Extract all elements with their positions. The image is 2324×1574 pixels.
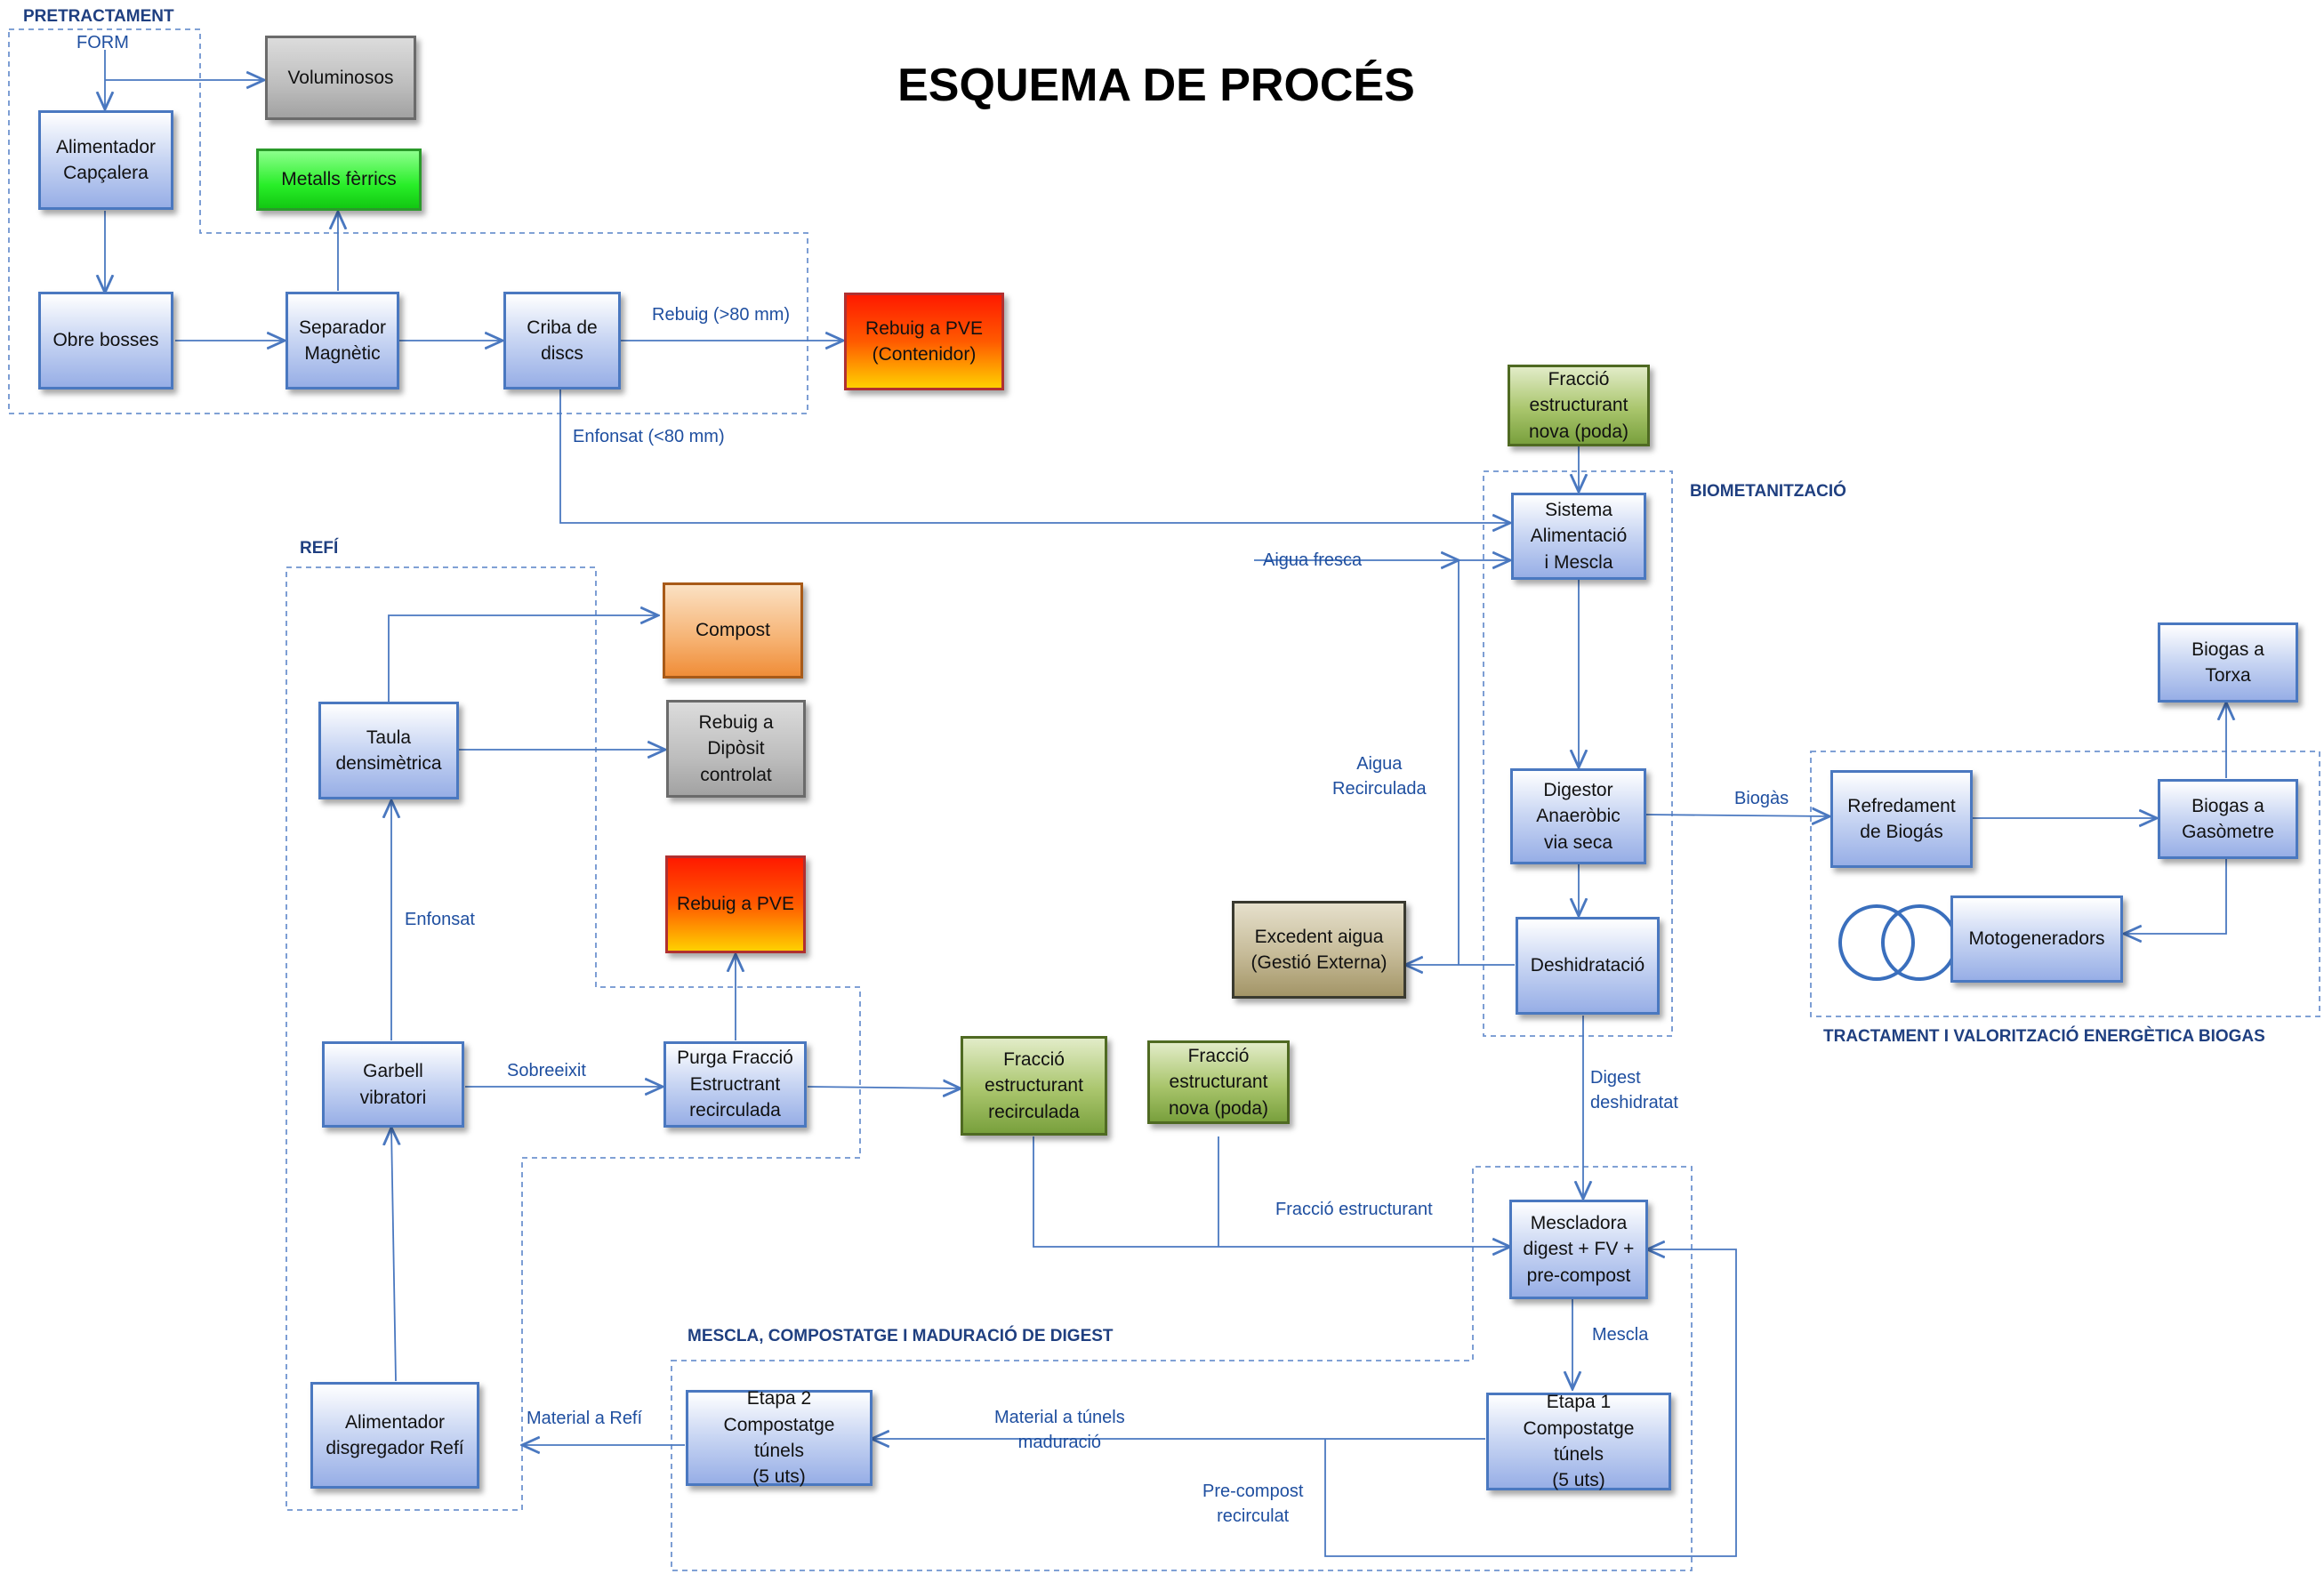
label-fraccio-estructurant: Fracció estructurant [1275, 1200, 1433, 1219]
section-title-refi: REFÍ [300, 539, 339, 558]
node-criba-discs[interactable]: Criba de discs [503, 292, 621, 389]
node-voluminosos[interactable]: Voluminosos [265, 36, 416, 120]
arrow-aigua-recirculada [1458, 560, 1510, 965]
generator-icon [1838, 904, 1958, 981]
connectors [105, 50, 2227, 1557]
node-obre-bosses[interactable]: Obre bosses [38, 292, 173, 389]
page-title: ESQUEMA DE PROCÉS [897, 60, 1415, 111]
node-rebuig-pve-contenidor[interactable]: Rebuig a PVE (Contenidor) [844, 293, 1004, 390]
node-excedent-aigua[interactable]: Excedent aigua (Gestió Externa) [1232, 901, 1406, 999]
label-form: FORM [76, 33, 129, 52]
node-purga-fraccio[interactable]: Purga Fracció Estructrant recirculada [663, 1041, 807, 1128]
label-enfonsat: Enfonsat [405, 910, 475, 929]
label-sobreeixit: Sobreeixit [507, 1061, 586, 1080]
outline-biometanitzacio [1483, 470, 1673, 1037]
outline-mescla [671, 1166, 1693, 1571]
node-deshidratacio[interactable]: Deshidratació [1516, 917, 1660, 1015]
node-rebuig-pve[interactable]: Rebuig a PVE [665, 855, 806, 953]
node-taula-densimetrica[interactable]: Taula densimètrica [318, 702, 459, 799]
arrow-digestor-refredament [1644, 815, 1829, 816]
arrow-alimentador-garbell [391, 1128, 396, 1382]
node-separador-magnetic[interactable]: Separador Magnètic [285, 292, 399, 389]
node-compost[interactable]: Compost [663, 582, 803, 679]
section-title-biogas: TRACTAMENT I VALORITZACIÓ ENERGÈTICA BIO… [1823, 1027, 2265, 1046]
node-etapa1[interactable]: Etapa 1 Compostatge túnels (5 uts) [1486, 1392, 1671, 1490]
node-sistema-alimentacio[interactable]: Sistema Alimentació i Mescla [1511, 493, 1646, 580]
label-rebuig-80: Rebuig (>80 mm) [652, 305, 791, 325]
node-garbell-vibratori[interactable]: Garbell vibratori [322, 1041, 464, 1128]
section-title-pretractament: PRETRACTAMENT [23, 7, 174, 26]
node-metalls-ferrics[interactable]: Metalls fèrrics [256, 149, 422, 211]
arrow-purga-fraccio [807, 1087, 961, 1088]
label-mescla: Mescla [1592, 1325, 1649, 1345]
node-mescladora[interactable]: Mescladora digest + FV + pre-compost [1509, 1200, 1648, 1299]
node-refredament-biogas[interactable]: Refredament de Biogás [1830, 770, 1973, 868]
section-outlines [8, 28, 2320, 1571]
label-aigua-recirculada: Aigua Recirculada [1332, 754, 1427, 799]
node-motogeneradors[interactable]: Motogeneradors [1950, 895, 2123, 983]
node-etapa2[interactable]: Etapa 2 Compostatge túnels (5 uts) [686, 1388, 873, 1487]
label-digest-deshidratat: Digest deshidratat [1590, 1068, 1678, 1112]
label-material-tunels: Material a túnels maduració [994, 1408, 1125, 1452]
outline-refi [285, 566, 861, 1511]
node-fraccio-nova-poda-mid[interactable]: Fracció estructurant nova (poda) [1147, 1040, 1290, 1124]
label-material-refi: Material a Refí [527, 1409, 643, 1428]
label-biogas: Biogàs [1734, 789, 1789, 808]
label-precompost: Pre-compost recirculat [1202, 1482, 1304, 1526]
arrow-recirculada-mescladora [1033, 1136, 1510, 1247]
label-aigua-fresca: Aigua fresca [1263, 550, 1363, 570]
node-rebuig-diposit[interactable]: Rebuig a Dipòsit controlat [666, 700, 806, 798]
arrow-gasometre-motogeneradors [2124, 858, 2227, 934]
arrow-criba-sistema [559, 389, 1510, 523]
arrow-precompost-recirculat [1324, 1249, 1737, 1557]
section-title-biometanitzacio: BIOMETANITZACIÓ [1690, 482, 1846, 501]
node-alimentador-refi[interactable]: Alimentador disgregador Refí [310, 1382, 479, 1489]
outline-biogas [1810, 751, 2320, 1017]
node-alimentador-capcalera[interactable]: Alimentador Capçalera [38, 110, 173, 210]
section-title-mescla: MESCLA, COMPOSTATGE I MADURACIÓ DE DIGES… [688, 1327, 1114, 1345]
arrow-taula-compost [388, 615, 658, 703]
node-digestor-anaerobic[interactable]: Digestor Anaeròbic via seca [1510, 768, 1646, 864]
node-fraccio-nova-poda-top[interactable]: Fracció estructurant nova (poda) [1508, 365, 1650, 446]
node-fraccio-recirculada[interactable]: Fracció estructurant recirculada [961, 1036, 1107, 1136]
node-biogas-torxa[interactable]: Biogas a Torxa [2158, 622, 2298, 703]
label-enfonsat-80: Enfonsat (<80 mm) [573, 427, 725, 446]
outline-pretractament [8, 28, 808, 414]
node-biogas-gasometre[interactable]: Biogas a Gasòmetre [2158, 779, 2298, 859]
